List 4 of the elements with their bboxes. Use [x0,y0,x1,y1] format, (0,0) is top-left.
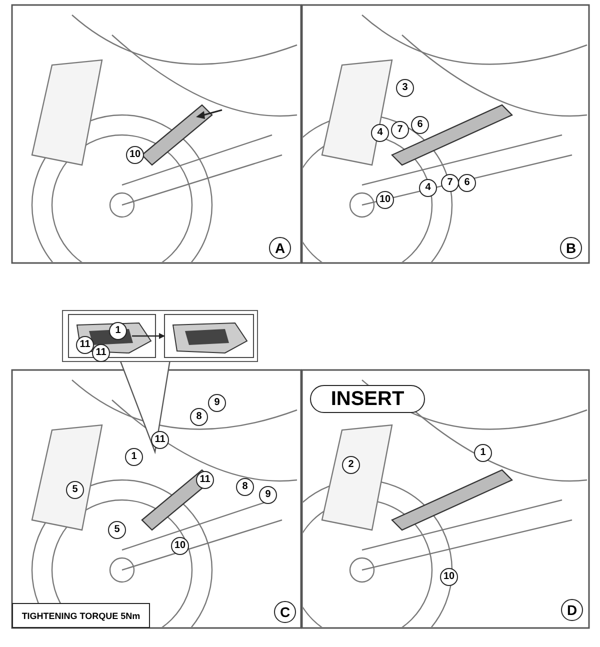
note-box: TIGHTENING TORQUE 5Nm [12,603,150,628]
arrow [132,333,165,339]
part-picture [164,314,254,358]
pill-label: INSERT [310,385,425,413]
